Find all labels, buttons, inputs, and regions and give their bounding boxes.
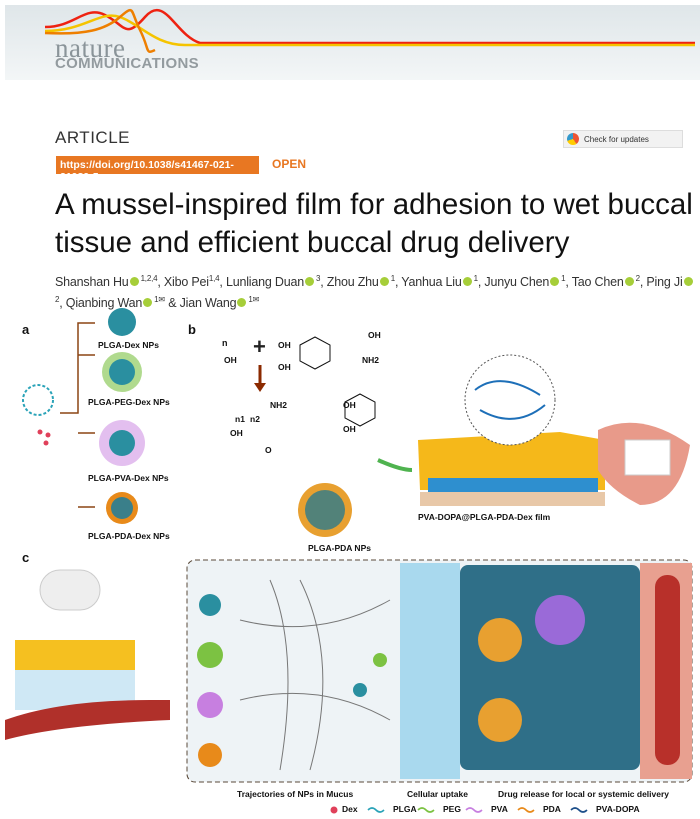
author[interactable]: Junyu Chen 1 bbox=[484, 273, 566, 289]
chem-n1: n1 bbox=[235, 414, 245, 424]
open-access-badge: OPEN bbox=[272, 157, 307, 171]
orcid-icon[interactable] bbox=[550, 277, 560, 286]
orcid-icon[interactable] bbox=[683, 277, 693, 286]
chem-oh: OH bbox=[278, 362, 291, 372]
author[interactable]: Tao Chen 2 bbox=[571, 273, 640, 289]
np-label: PLGA-Dex NPs bbox=[98, 340, 159, 350]
legend-mark-pva-dopa bbox=[570, 807, 588, 813]
panel-b-diagram bbox=[254, 336, 690, 537]
legend-mark-pva bbox=[465, 807, 483, 813]
author-name[interactable]: Xibo Pei bbox=[163, 275, 209, 289]
author[interactable]: Xibo Pei1,4 bbox=[163, 273, 220, 289]
article-type: ARTICLE bbox=[55, 128, 130, 147]
caption-trajectories: Trajectories of NPs in Mucus bbox=[237, 789, 354, 799]
legend-pda: PDA bbox=[543, 804, 561, 814]
orcid-icon[interactable] bbox=[304, 277, 314, 286]
author[interactable]: Ping Ji 2 bbox=[55, 275, 695, 310]
author-name[interactable]: Junyu Chen bbox=[484, 275, 550, 289]
panel-a-label: a bbox=[22, 322, 30, 337]
caption-drug-release: Drug release for local or systemic deliv… bbox=[498, 789, 670, 799]
legend-pva-dopa: PVA-DOPA bbox=[596, 804, 640, 814]
chem-n2: n2 bbox=[250, 414, 260, 424]
legend-dex: Dex bbox=[342, 804, 358, 814]
film-label: PVA-DOPA@PLGA-PDA-Dex film bbox=[418, 512, 551, 522]
author[interactable]: Jian Wang 1✉ bbox=[179, 294, 260, 310]
caption-cellular-uptake: Cellular uptake bbox=[407, 789, 468, 799]
author-name[interactable]: Qianbing Wan bbox=[65, 296, 143, 310]
orcid-icon[interactable] bbox=[143, 298, 153, 307]
author[interactable]: Shanshan Hu 1,2,4 bbox=[55, 273, 158, 289]
np-label: PLGA-PEG-Dex NPs bbox=[88, 397, 170, 407]
panel-b-label: b bbox=[188, 322, 196, 337]
orcid-icon[interactable] bbox=[129, 277, 139, 286]
author-name[interactable]: Jian Wang bbox=[179, 296, 237, 310]
plga-pda-np-label: PLGA-PDA NPs bbox=[308, 543, 371, 553]
author-affiliation: 1 bbox=[561, 273, 566, 283]
np-label: PLGA-PVA-Dex NPs bbox=[88, 473, 169, 483]
chem-oh: OH bbox=[278, 340, 291, 350]
author-affiliation: 1✉ bbox=[154, 294, 165, 304]
chem-oh: OH bbox=[343, 400, 356, 410]
author[interactable]: Zhou Zhu 1 bbox=[326, 273, 395, 289]
author-name[interactable]: Ping Ji bbox=[646, 275, 683, 289]
chem-oh: OH bbox=[343, 424, 356, 434]
author-name[interactable]: Tao Chen bbox=[571, 275, 624, 289]
journal-logo-nature: nature bbox=[55, 33, 126, 63]
author[interactable]: Yanhua Liu 1 bbox=[401, 273, 478, 289]
doi-link[interactable]: https://doi.org/10.1038/s41467-021-21989… bbox=[56, 156, 259, 183]
legend-mark-dex bbox=[330, 806, 338, 814]
orcid-icon[interactable] bbox=[237, 298, 247, 307]
orcid-icon[interactable] bbox=[462, 277, 472, 286]
chem-oh: OH bbox=[230, 428, 243, 438]
author-affiliation: 2 bbox=[635, 273, 640, 283]
orcid-icon[interactable] bbox=[624, 277, 634, 286]
author-affiliation: 2 bbox=[55, 294, 60, 304]
panel-c-diagram bbox=[5, 559, 693, 783]
legend-mark-pda bbox=[517, 807, 535, 813]
chem-o: O bbox=[265, 445, 272, 455]
chem-oh: OH bbox=[368, 330, 381, 340]
check-for-updates-button[interactable]: Check for updates bbox=[563, 130, 683, 148]
journal-logo-communications: COMMUNICATIONS bbox=[55, 55, 199, 72]
author-name[interactable]: Yanhua Liu bbox=[401, 275, 462, 289]
legend-pva: PVA bbox=[491, 804, 508, 814]
article-title: A mussel-inspired film for adhesion to w… bbox=[55, 188, 693, 259]
author-name[interactable]: Zhou Zhu bbox=[326, 275, 379, 289]
author[interactable]: Qianbing Wan 1✉ bbox=[65, 294, 165, 310]
author-affiliation: 1,4 bbox=[208, 273, 220, 283]
author-affiliation: 1,2,4 bbox=[140, 273, 158, 283]
orcid-icon[interactable] bbox=[379, 277, 389, 286]
legend-plga: PLGA bbox=[393, 804, 417, 814]
panel-c-label: c bbox=[22, 550, 30, 565]
chem-plus: + bbox=[253, 334, 266, 359]
author-name[interactable]: Shanshan Hu bbox=[55, 275, 129, 289]
author-affiliation: 1 bbox=[473, 273, 478, 283]
author-name[interactable]: Lunliang Duan bbox=[225, 275, 304, 289]
author-affiliation: 1 bbox=[390, 273, 395, 283]
crossmark-icon bbox=[567, 133, 579, 145]
legend-mark-plga bbox=[367, 807, 385, 813]
author-affiliation: 3 bbox=[315, 273, 321, 283]
chem-oh: OH bbox=[224, 355, 237, 365]
legend-peg: PEG bbox=[443, 804, 461, 814]
legend-mark-peg bbox=[417, 807, 435, 813]
author[interactable]: Lunliang Duan 3 bbox=[225, 273, 321, 289]
author-affiliation: 1✉ bbox=[248, 294, 260, 304]
banner-waves bbox=[44, 8, 695, 54]
np-label: PLGA-PDA-Dex NPs bbox=[88, 531, 170, 541]
chem-n: n bbox=[222, 338, 228, 348]
chem-nh2: NH2 bbox=[270, 400, 288, 410]
chem-nh2: NH2 bbox=[362, 355, 380, 365]
journal-banner bbox=[5, 5, 700, 80]
